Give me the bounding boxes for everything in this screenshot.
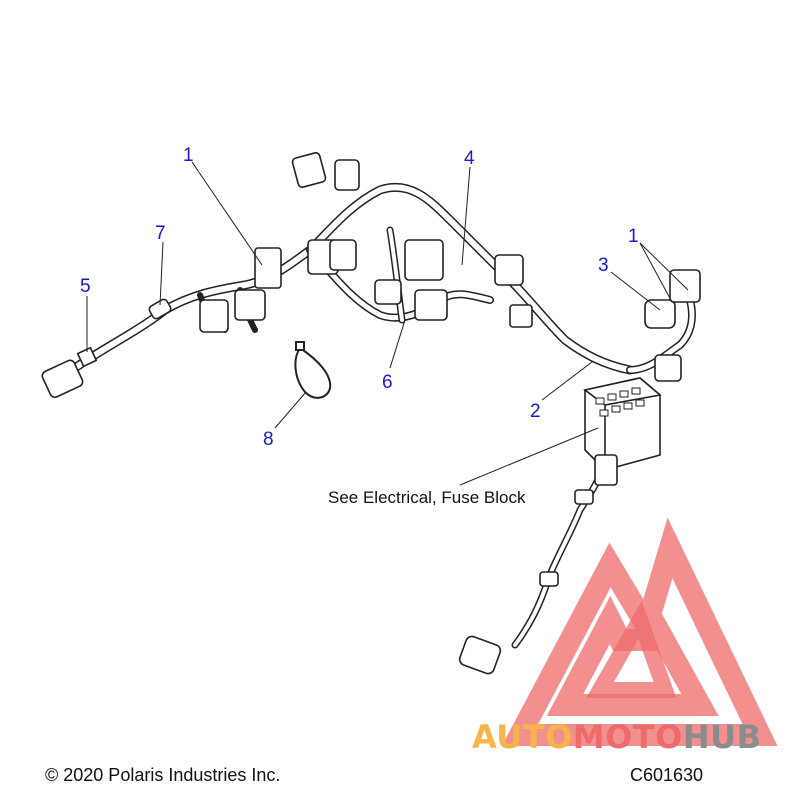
- callout-6: 6: [382, 372, 393, 393]
- connector-right-a: [494, 254, 524, 286]
- connectors: [41, 151, 701, 675]
- watermark-auto: AUTO: [472, 718, 573, 756]
- callout-labels: 1 7 5 4 1 3 6 2 8: [80, 145, 639, 450]
- connector-center-a: [404, 239, 444, 281]
- drawing-id: C601630: [630, 765, 704, 785]
- connector-end-bottom: [458, 635, 502, 675]
- callout-2: 2: [530, 401, 541, 422]
- callout-8: 8: [263, 429, 274, 450]
- connector-lower-clip: [574, 489, 594, 505]
- connector-far-right-c: [654, 354, 682, 382]
- callout-1-right: 1: [628, 226, 639, 247]
- callout-3: 3: [598, 255, 609, 276]
- connector-top-b: [334, 159, 360, 191]
- connector-block-a: [199, 299, 229, 333]
- callout-7: 7: [155, 223, 166, 244]
- leader-8: [274, 391, 307, 429]
- connector-end-left: [41, 359, 84, 399]
- connector-center-b: [414, 289, 448, 321]
- watermark-hub: HUB: [683, 718, 762, 756]
- connector-bracket-1: [254, 247, 282, 289]
- connector-block-b: [234, 289, 266, 321]
- watermark-moto: MOTO: [573, 718, 683, 756]
- fuse-block-note: See Electrical, Fuse Block: [328, 488, 526, 507]
- connector-clip-7: [148, 298, 172, 320]
- leader-2: [541, 361, 593, 401]
- callout-1-left: 1: [183, 145, 194, 166]
- connector-lower-clip-2: [539, 571, 559, 587]
- leader-1-right-a: [639, 242, 673, 303]
- leader-1-right-b: [639, 242, 689, 291]
- leader-4: [461, 166, 471, 266]
- connector-right-b: [509, 304, 533, 328]
- connector-mid-c: [374, 279, 402, 305]
- connector-far-right-b: [669, 269, 701, 303]
- copyright-text: © 2020 Polaris Industries Inc.: [45, 765, 281, 785]
- connector-far-right-a: [644, 299, 676, 329]
- leader-1-left: [191, 161, 263, 266]
- watermark-text: AUTOMOTOHUB: [472, 718, 762, 756]
- callout-5: 5: [80, 276, 91, 297]
- leader-7: [159, 241, 164, 306]
- connector-mid-b: [329, 239, 357, 271]
- leader-lines: [86, 161, 689, 486]
- connector-top-a: [291, 151, 327, 189]
- leader-note: [459, 427, 599, 486]
- fuse-block: [583, 377, 662, 486]
- cable-tie: [294, 341, 332, 399]
- leader-3: [610, 271, 661, 311]
- watermark-logo: [501, 517, 778, 746]
- leader-6: [389, 319, 406, 369]
- callout-4: 4: [464, 148, 475, 169]
- connector-clip-5: [76, 346, 98, 368]
